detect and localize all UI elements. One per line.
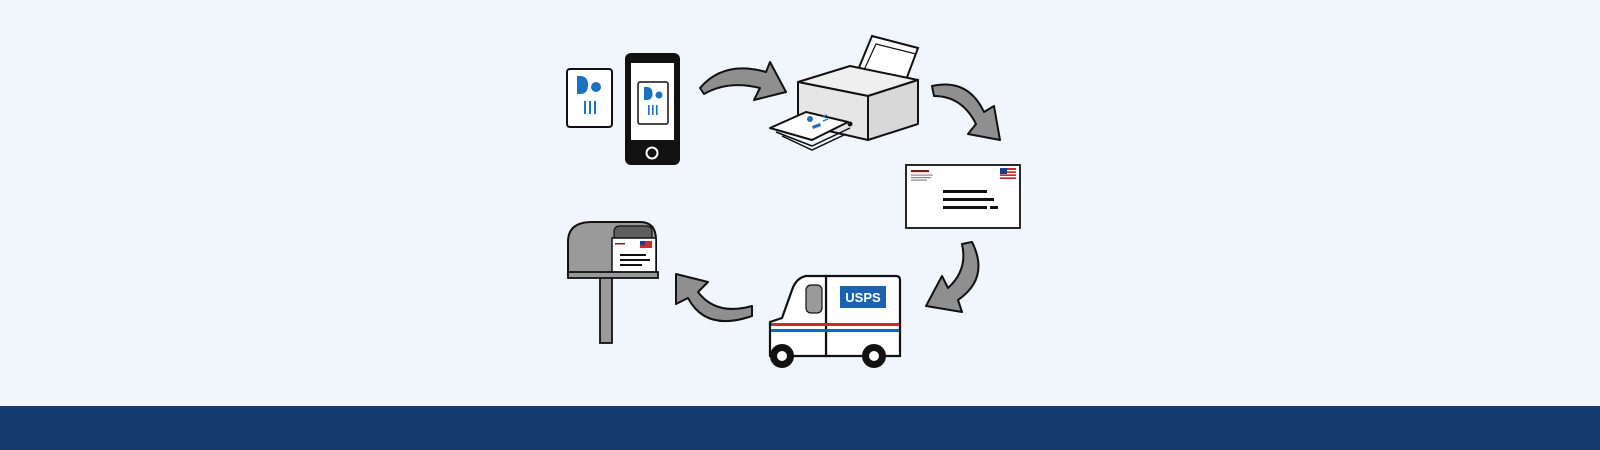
mailbox-icon: [567, 221, 659, 344]
truck-label: USPS: [845, 290, 881, 305]
printer-icon: [769, 34, 920, 151]
envelope-icon: [905, 164, 1021, 229]
smartphone-icon: [625, 53, 680, 165]
curved-arrow-icon: [675, 273, 753, 323]
document-icon: [566, 68, 613, 128]
curved-arrow-icon: [925, 241, 980, 313]
curved-arrow-icon: [699, 61, 787, 101]
footer-band: [0, 406, 1600, 450]
curved-arrow-icon: [931, 83, 1001, 141]
mail-truck-icon: USPS: [768, 274, 902, 368]
